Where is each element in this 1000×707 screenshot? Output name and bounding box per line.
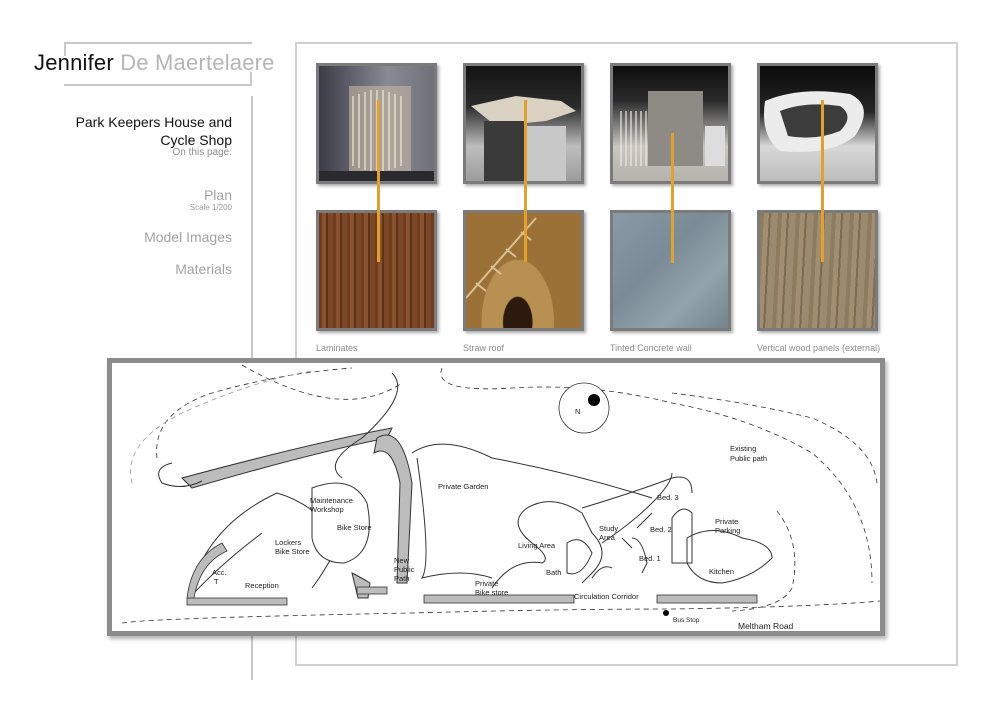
nav-link-plan[interactable]: Plan [203, 187, 232, 203]
connector-line [524, 100, 527, 262]
plan-label-bed3: Bed. 3 [657, 493, 679, 502]
plan-label-lockers-2: Bike Store [275, 547, 310, 556]
caption-straw-roof: Straw roof [463, 343, 505, 353]
plan-label-bath: Bath [546, 568, 561, 577]
content-frame [295, 42, 958, 666]
title-first-name: Jennifer [34, 50, 114, 75]
plan-label-private-parking: Private [715, 517, 738, 526]
plan-label-new-public-2: Public [394, 565, 415, 574]
plan-label-meltham-road: Meltham Road [738, 621, 794, 631]
plan-label-existing-path-2: Public path [730, 454, 767, 463]
site-plan-drawing: N [121, 364, 880, 631]
plan-label-study-2: Area [599, 533, 616, 542]
bus-stop-icon [663, 610, 669, 616]
north-arrow-icon [558, 382, 610, 434]
plan-label-private-garden: Private Garden [438, 482, 488, 491]
model-image-1[interactable] [316, 63, 437, 184]
project-title-line-2: Cycle Shop [160, 132, 232, 148]
plan-label-private-parking-2: Parking [715, 526, 740, 535]
plan-label-acc-t: T [214, 577, 219, 586]
caption-laminates: Laminates [316, 343, 358, 353]
caption-tinted-concrete: Tinted Concrete wall [610, 343, 692, 353]
plan-label-reception: Reception [245, 581, 279, 590]
plan-label-private-bike: Private [475, 579, 498, 588]
plan-label-bed2: Bed. 2 [650, 525, 672, 534]
title-last-name: De Maertelaere [120, 50, 275, 75]
nav-link-materials[interactable]: Materials [175, 261, 232, 277]
plan-label-workshop: Workshop [310, 505, 344, 514]
plan-label-living-area: Living Area [518, 541, 556, 550]
title-frame [64, 42, 252, 86]
plan-label-study: Study [599, 524, 618, 533]
connector-line [821, 100, 824, 262]
model-image-2[interactable] [463, 63, 584, 184]
north-label: N [575, 407, 580, 416]
material-tinted-concrete-image[interactable] [610, 210, 731, 331]
plan-label-maintenance: Maintenance [310, 496, 353, 505]
on-this-page-label: On this page: [172, 147, 232, 158]
plan-label-kitchen: Kitchen [709, 567, 734, 576]
nav-plan-scale: Scale 1/200 [189, 203, 232, 212]
page-title: Jennifer De Maertelaere [34, 50, 275, 76]
model-image-3-art [620, 91, 725, 166]
project-title-line-1: Park Keepers House and [75, 114, 232, 130]
material-straw-roof-image[interactable] [463, 210, 584, 331]
material-laminates-image[interactable] [316, 210, 437, 331]
plan-label-new-public-3: Path [394, 574, 409, 583]
caption-vertical-wood: Vertical wood panels (external) [757, 343, 881, 353]
plan-label-existing-path: Existing [730, 444, 756, 453]
site-plan-panel[interactable]: N [107, 358, 885, 636]
plan-label-bike-store: Bike Store [337, 523, 372, 532]
plan-label-bed1: Bed. 1 [639, 554, 661, 563]
model-image-3[interactable] [610, 63, 731, 184]
plan-label-bus-stop: Bus Stop [673, 617, 700, 624]
connector-line [671, 133, 674, 263]
title-frame-corner [250, 72, 252, 84]
plan-label-acc: Acc. [212, 568, 227, 577]
model-image-1-art [319, 86, 434, 181]
plan-label-lockers: Lockers [275, 538, 302, 547]
model-image-2-art [471, 96, 576, 181]
plan-label-new-public: New [394, 556, 410, 565]
nav-link-model-images[interactable]: Model Images [144, 229, 232, 245]
title-frame-corner [64, 44, 66, 56]
model-image-4-art [764, 91, 864, 152]
project-title: Park Keepers House and Cycle Shop [32, 113, 232, 149]
connector-line [377, 100, 380, 262]
plan-label-private-bike-2: Bike store [475, 588, 508, 597]
model-image-4[interactable] [757, 63, 878, 184]
material-vertical-wood-image[interactable] [757, 210, 878, 331]
plan-label-circulation: Circulation Corridor [574, 592, 639, 601]
